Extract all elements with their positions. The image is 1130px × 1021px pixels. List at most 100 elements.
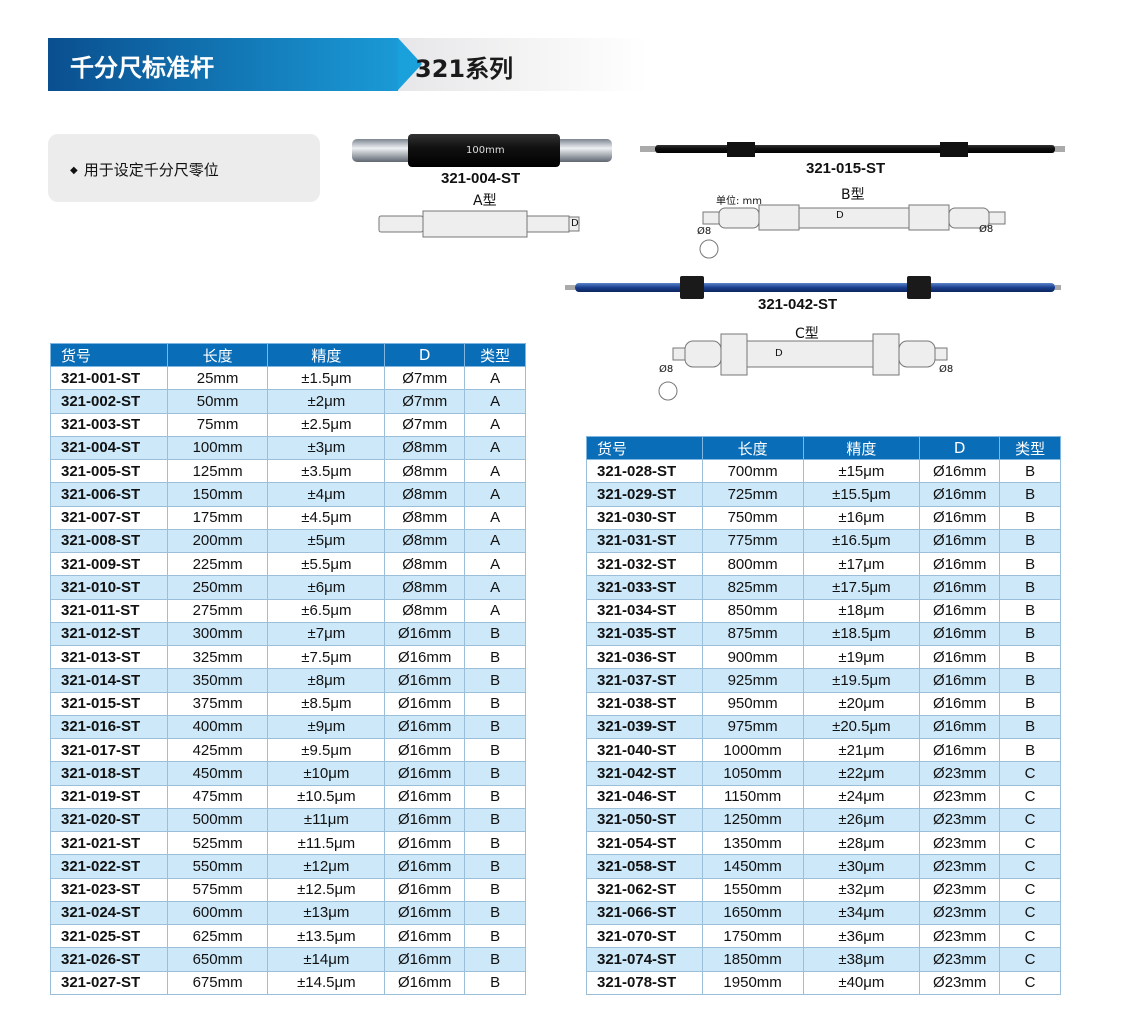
cell-type: B	[464, 807, 526, 833]
cell-length: 425mm	[166, 737, 269, 763]
cell-length: 1550mm	[701, 877, 804, 902]
cell-length: 225mm	[166, 551, 269, 577]
cell-diameter: Ø16mm	[919, 737, 1001, 763]
cell-model: 321-017-ST	[50, 737, 168, 763]
cell-model: 321-058-ST	[586, 854, 703, 879]
cell-diameter: Ø7mm	[384, 389, 466, 414]
cell-diameter: Ø23mm	[919, 923, 1001, 949]
cell-length: 850mm	[701, 598, 804, 623]
cell-length: 400mm	[166, 714, 269, 740]
cell-model: 321-006-ST	[50, 482, 168, 507]
cell-accuracy: ±5.5μm	[267, 551, 386, 577]
type-a-label: A型	[473, 193, 497, 209]
cell-accuracy: ±6.5μm	[267, 598, 386, 623]
dim-phi8-c-left: Ø8	[659, 364, 674, 375]
cell-length: 250mm	[166, 575, 269, 600]
cell-diameter: Ø16mm	[384, 900, 466, 926]
cell-accuracy: ±30μm	[802, 854, 921, 879]
cell-accuracy: ±17μm	[802, 551, 921, 577]
dim-d-a: D	[571, 218, 579, 229]
cell-model: 321-028-ST	[586, 458, 703, 484]
cell-accuracy: ±21μm	[802, 737, 921, 763]
cell-accuracy: ±18μm	[802, 598, 921, 623]
cell-type: C	[999, 923, 1061, 949]
cell-length: 825mm	[701, 575, 804, 600]
cell-length: 650mm	[166, 947, 269, 972]
cell-model: 321-050-ST	[586, 807, 703, 833]
cell-length: 75mm	[166, 412, 269, 437]
dim-phi8-c-right: Ø8	[939, 364, 954, 375]
cell-length: 1750mm	[701, 923, 804, 949]
cell-accuracy: ±16.5μm	[802, 528, 921, 554]
cell-diameter: Ø8mm	[384, 575, 466, 600]
banner-blue	[48, 38, 398, 91]
cell-type: B	[999, 505, 1061, 530]
cell-diameter: Ø23mm	[919, 947, 1001, 972]
cell-length: 1150mm	[701, 784, 804, 809]
cell-model: 321-002-ST	[50, 389, 168, 414]
type-c-label: C型	[795, 326, 819, 342]
cell-model: 321-018-ST	[50, 761, 168, 786]
cell-length: 1650mm	[701, 900, 804, 926]
cell-type: B	[464, 737, 526, 763]
cell-diameter: Ø8mm	[384, 435, 466, 461]
cell-diameter: Ø16mm	[384, 923, 466, 949]
cell-diameter: Ø16mm	[919, 575, 1001, 600]
cell-type: A	[464, 365, 526, 391]
col-accuracy: 精度	[267, 343, 386, 367]
cell-model: 321-036-ST	[586, 644, 703, 670]
cell-model: 321-027-ST	[50, 970, 168, 995]
col-type: 类型	[999, 436, 1061, 460]
cell-model: 321-033-ST	[586, 575, 703, 600]
bullet-icon: ◆	[70, 165, 78, 176]
cell-accuracy: ±12.5μm	[267, 877, 386, 902]
cell-model: 321-035-ST	[586, 621, 703, 647]
rod-b-model: 321-015-ST	[806, 160, 886, 177]
cell-model: 321-022-ST	[50, 854, 168, 879]
cell-diameter: Ø16mm	[384, 691, 466, 716]
cell-model: 321-024-ST	[50, 900, 168, 926]
rod-a-drawing	[378, 210, 580, 238]
cell-type: B	[999, 668, 1061, 693]
dim-d-c: D	[775, 348, 783, 359]
cell-type: A	[464, 575, 526, 600]
cell-type: B	[464, 761, 526, 786]
cell-diameter: Ø8mm	[384, 505, 466, 530]
cell-length: 450mm	[166, 761, 269, 786]
feature-note: ◆用于设定千分尺零位	[48, 134, 320, 202]
cell-length: 1250mm	[701, 807, 804, 833]
col-model: 货号	[586, 436, 703, 460]
banner-arrow	[398, 38, 422, 90]
rod-b-photo	[640, 142, 1065, 157]
cell-accuracy: ±6μm	[267, 575, 386, 600]
cell-length: 200mm	[166, 528, 269, 554]
cell-model: 321-013-ST	[50, 644, 168, 670]
cell-model: 321-014-ST	[50, 668, 168, 693]
cell-diameter: Ø16mm	[384, 621, 466, 647]
col-type: 类型	[464, 343, 526, 367]
cell-length: 50mm	[166, 389, 269, 414]
cell-accuracy: ±16μm	[802, 505, 921, 530]
cell-length: 750mm	[701, 505, 804, 530]
cell-model: 321-078-ST	[586, 970, 703, 995]
cell-type: B	[999, 598, 1061, 623]
cell-accuracy: ±11.5μm	[267, 830, 386, 856]
page-title: 千分尺标准杆	[70, 54, 214, 82]
cell-model: 321-003-ST	[50, 412, 168, 437]
cell-model: 321-004-ST	[50, 435, 168, 461]
cell-length: 925mm	[701, 668, 804, 693]
cell-model: 321-040-ST	[586, 737, 703, 763]
cell-model: 321-005-ST	[50, 458, 168, 484]
cell-type: A	[464, 551, 526, 577]
